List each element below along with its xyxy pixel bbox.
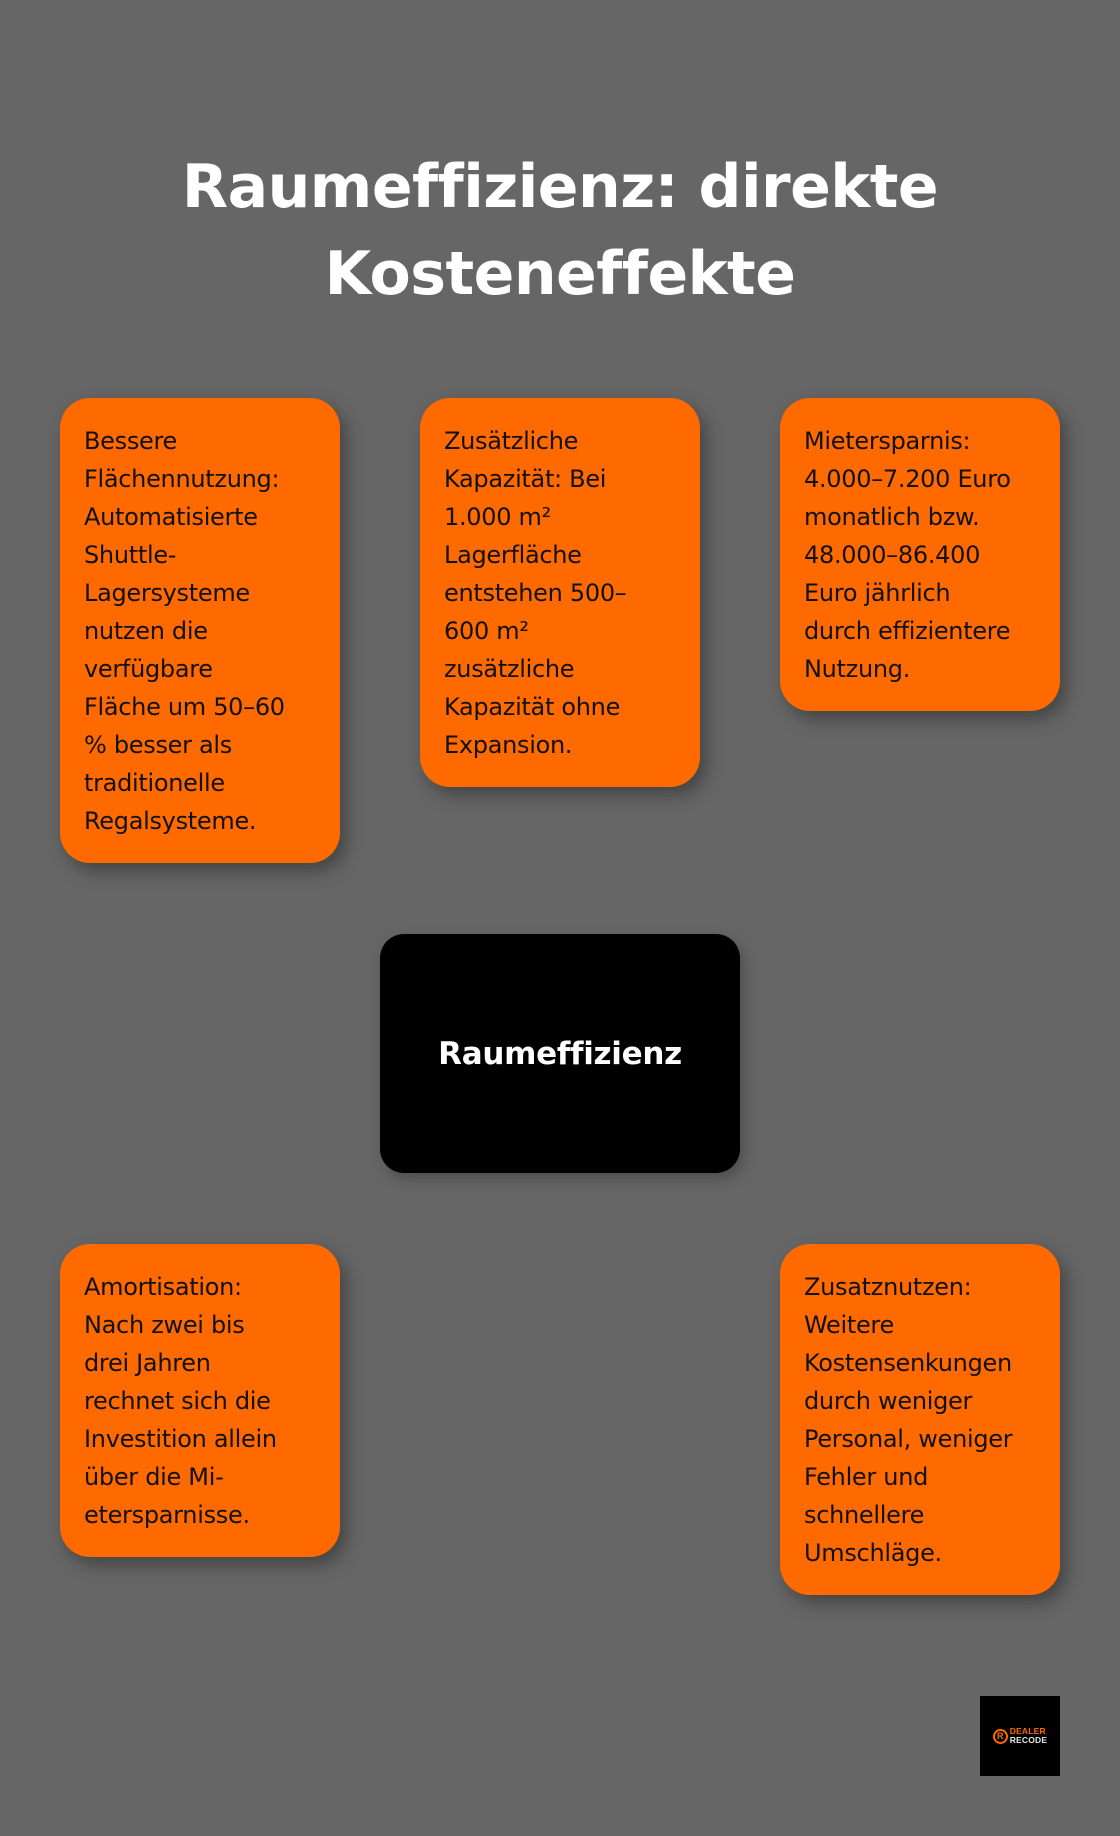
card-text-line: zusätzliche — [444, 655, 575, 683]
card-text-line: verfügbare — [84, 655, 213, 683]
card-text-line: Lagerfläche — [444, 541, 582, 569]
logo-text-dealer: DEALER — [1009, 1726, 1046, 1736]
title-line-1: Raumeffizienz: direkte — [181, 152, 939, 223]
card-text-line: 4.000–7.200 Euro — [804, 465, 1011, 493]
logo-icon-letter: R — [996, 1730, 1004, 1741]
card-text-line: monatlich bzw. — [804, 503, 980, 531]
card-text-line: durch effizientere — [804, 617, 1011, 645]
card-text-line: etersparnisse. — [84, 1501, 250, 1529]
card-text-line: durch weniger — [804, 1387, 973, 1415]
card-text-line: nutzen die — [84, 617, 208, 645]
card-text-line: Weitere — [804, 1311, 894, 1339]
card-text-line: 1.000 m² — [444, 503, 551, 531]
center-node-label: Raumeffizienz — [438, 1035, 682, 1072]
card-text-line: Investition allein — [84, 1425, 277, 1453]
card-text-line: Zusätzliche — [444, 427, 579, 455]
card-text-line: Fehler und — [804, 1463, 929, 1491]
card-amortisation: Amortisation: Nach zwei bis drei Jahren … — [60, 1244, 340, 1557]
card-text-line: Amortisation: — [84, 1273, 242, 1301]
dealer-recode-logo: R DEALER RECODE — [980, 1696, 1060, 1776]
card-text-line: Shuttle- — [84, 541, 177, 569]
card-text-line: Kostensenkungen — [804, 1349, 1012, 1377]
card-mietersparnis: Mietersparnis: 4.000–7.200 Euro monatlic… — [780, 398, 1060, 711]
page-title: Raumeffizienz: direkte Kosteneffekte — [0, 144, 1120, 318]
card-text-line: Fläche um 50–60 — [84, 693, 285, 721]
card-text-line: Umschläge. — [804, 1539, 942, 1567]
card-text-line: Nach zwei bis — [84, 1311, 245, 1339]
card-text-line: Personal, weniger — [804, 1425, 1013, 1453]
circle-r-icon: R — [992, 1728, 1008, 1744]
card-text-line: Nutzung. — [804, 655, 911, 683]
card-text-line: schnellere — [804, 1501, 925, 1529]
card-text-line: Regalsysteme. — [84, 807, 257, 835]
card-text-line: Bessere — [84, 427, 178, 455]
card-text-line: Kapazität: Bei — [444, 465, 607, 493]
card-text-line: % besser als — [84, 731, 232, 759]
card-text-line: drei Jahren — [84, 1349, 211, 1377]
center-node-raumeffizienz: Raumeffizienz — [380, 934, 740, 1173]
card-text-line: Kapazität ohne — [444, 693, 621, 721]
card-text-line: Zusatznutzen: — [804, 1273, 972, 1301]
card-kapazitaet: Zusätzliche Kapazität: Bei 1.000 m² Lage… — [420, 398, 700, 787]
card-text-line: entstehen 500– — [444, 579, 627, 607]
card-text-line: 48.000–86.400 — [804, 541, 981, 569]
card-text-line: Lagersysteme — [84, 579, 250, 607]
card-text-line: über die Mi- — [84, 1463, 224, 1491]
card-zusatznutzen: Zusatznutzen: Weitere Kostensenkungen du… — [780, 1244, 1060, 1595]
title-line-2: Kosteneffekte — [324, 239, 796, 310]
card-text-line: Automatisierte — [84, 503, 258, 531]
card-text-line: traditionelle — [84, 769, 225, 797]
card-text-line: Flächennutzung: — [84, 465, 280, 493]
card-text-line: Expansion. — [444, 731, 573, 759]
card-text-line: Mietersparnis: — [804, 427, 971, 455]
logo-text-recode: RECODE — [1009, 1735, 1048, 1745]
card-text-line: 600 m² — [444, 617, 529, 645]
card-text-line: Euro jährlich — [804, 579, 951, 607]
card-flaechennutzung: Bessere Flächennutzung: Automatisierte S… — [60, 398, 340, 863]
card-text-line: rechnet sich die — [84, 1387, 271, 1415]
